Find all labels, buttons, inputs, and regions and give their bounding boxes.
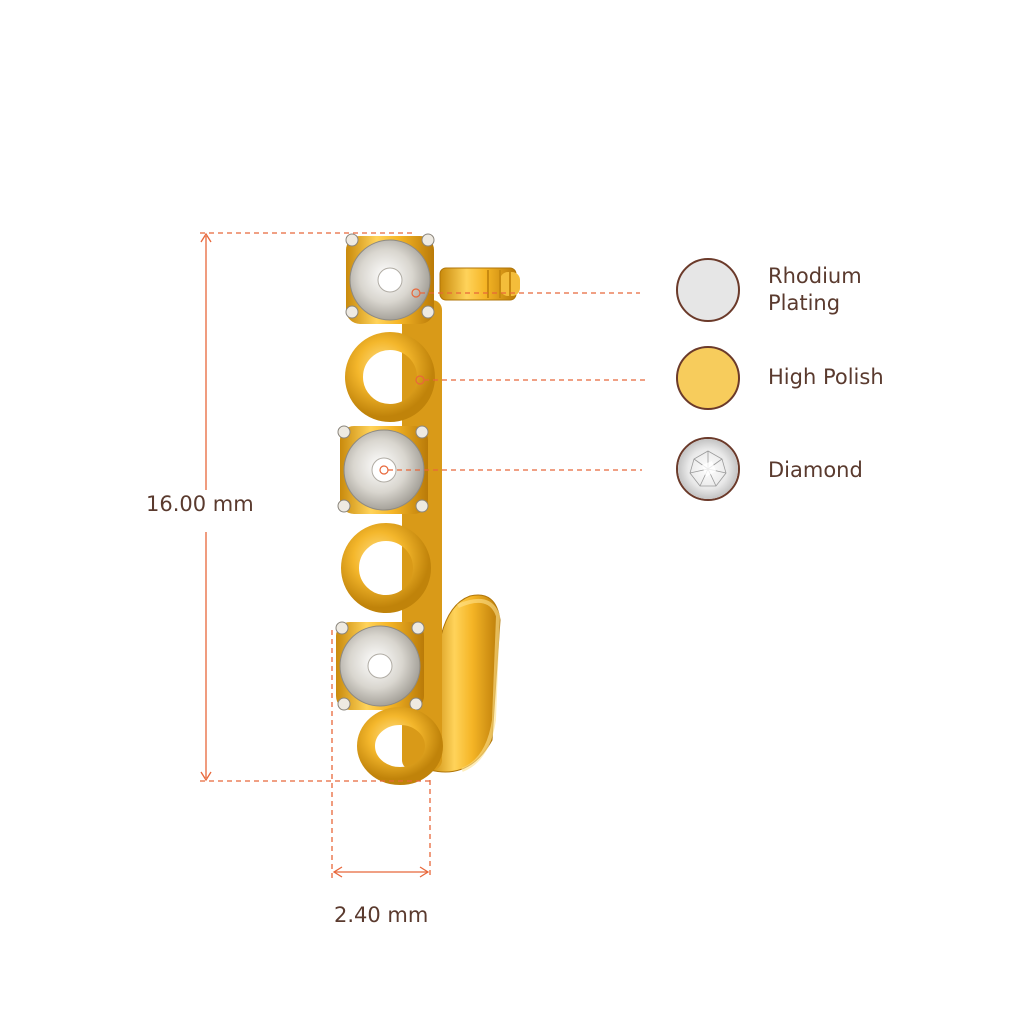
height-label: 16.00 mm — [146, 492, 254, 516]
diamond-setting-top — [345, 233, 435, 324]
gold-ring-1 — [345, 332, 435, 422]
gold-ring-2 — [341, 523, 431, 613]
leader-lines — [379, 288, 648, 475]
diamond-setting-bottom — [335, 621, 425, 711]
legend-label-rhodium: Rhodium Plating — [768, 264, 862, 315]
width-label: 2.40 mm — [334, 903, 429, 927]
earring-hook — [429, 594, 501, 773]
height-dimension — [200, 232, 430, 782]
legend-item-high-polish: High Polish — [676, 346, 996, 416]
gold-ring-3 — [357, 707, 443, 785]
diamond-setting-middle — [337, 425, 429, 514]
diamond-swatch-icon — [676, 437, 740, 501]
width-dimension — [331, 630, 431, 878]
legend-label-high-polish: High Polish — [768, 365, 884, 389]
high-polish-swatch-icon — [676, 346, 740, 410]
legend-label-diamond: Diamond — [768, 458, 863, 482]
legend-item-diamond: Diamond — [676, 437, 996, 507]
legend-item-rhodium: Rhodium Plating — [676, 258, 996, 328]
rhodium-swatch-icon — [676, 258, 740, 322]
earring-post — [439, 267, 520, 301]
